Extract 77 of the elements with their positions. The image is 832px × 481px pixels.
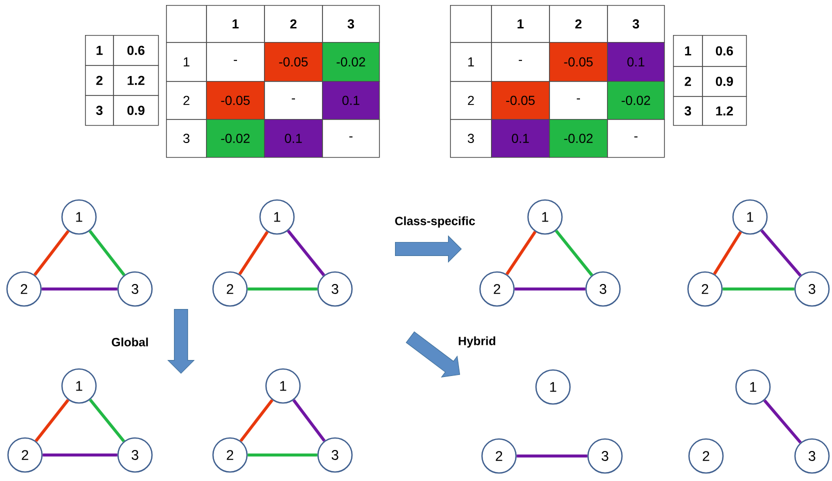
table-cell: 0.9 [702, 66, 747, 97]
graph-edge [516, 454, 588, 458]
graph-node: 2 [6, 271, 42, 307]
table-cell: - [607, 119, 665, 158]
table-cell: 3 [85, 95, 114, 126]
graph-edge [88, 398, 126, 442]
graph-edge [42, 288, 118, 290]
table-cell: -0.02 [322, 42, 380, 82]
graph-node: 2 [481, 438, 517, 474]
table-cell: 1 [206, 5, 265, 43]
table-cell: 1 [166, 42, 207, 82]
graph-edge [34, 230, 70, 276]
graph-edge [722, 288, 794, 290]
graph-edge [506, 230, 536, 276]
graph-edge [248, 454, 318, 456]
graph-node: 2 [688, 438, 724, 474]
graph-node: 3 [585, 271, 621, 307]
table-cell: 1 [450, 42, 492, 82]
table-cell: 2 [673, 66, 703, 97]
graph-node: 1 [259, 199, 295, 235]
graph-edge [34, 398, 70, 442]
graph-node: 2 [212, 437, 248, 473]
table-cell: 0.1 [607, 42, 665, 82]
graph-node: 1 [265, 368, 301, 404]
graph-node: 2 [687, 271, 723, 307]
graph-edge [514, 288, 586, 290]
table-cell: 0.1 [491, 119, 550, 158]
graph-node: 1 [527, 199, 563, 235]
graph-node: 2 [479, 271, 515, 307]
graph-node: 3 [587, 438, 623, 474]
graph-edge [286, 230, 326, 276]
table-cell: -0.05 [491, 81, 550, 120]
graph-node: 2 [7, 437, 43, 473]
table-cell: 1 [673, 35, 703, 67]
graph-node: 1 [732, 199, 768, 235]
graph-node: 3 [117, 271, 153, 307]
graph-edge [238, 230, 269, 276]
graph-edge [763, 399, 802, 444]
table-cell: 3 [673, 96, 703, 126]
graph-node: 1 [61, 199, 97, 235]
graph-edge [292, 399, 326, 442]
graph-node: 3 [317, 271, 353, 307]
graph-edge [760, 229, 802, 277]
graph-node: 1 [61, 368, 97, 404]
table-cell: 0.1 [264, 119, 323, 158]
table-cell: 1.2 [702, 96, 747, 126]
graph-edge [713, 231, 742, 275]
table-cell: -0.05 [549, 42, 608, 82]
table-cell: -0.05 [206, 81, 265, 120]
graph-edge [240, 399, 274, 442]
table-cell: -0.02 [549, 119, 608, 158]
graph-node: 1 [535, 369, 571, 405]
graph-node: 3 [317, 437, 353, 473]
graph-node: 2 [212, 271, 248, 307]
table-cell: -0.02 [607, 81, 665, 120]
table-cell: 1 [491, 5, 550, 43]
graph-node: 3 [794, 271, 830, 307]
graph-node: 3 [794, 438, 830, 474]
table-cell: 2 [85, 65, 114, 96]
graph-node: 1 [735, 369, 771, 405]
graph-edge [248, 288, 318, 290]
graph-edge [554, 230, 594, 276]
graph-edge [88, 230, 126, 276]
table-cell: 0.6 [702, 35, 747, 67]
arrow-label: Hybrid [458, 336, 496, 348]
table-cell: - [322, 119, 380, 158]
table-cell: 0.1 [322, 81, 380, 120]
graph-edge [42, 454, 118, 456]
table-cell: 1.2 [113, 65, 159, 96]
arrow-label: Class-specific [395, 216, 475, 228]
table-cell: -0.02 [206, 119, 265, 158]
table-cell: -0.05 [264, 42, 323, 82]
graph-node: 3 [117, 437, 153, 473]
table-cell: 0.9 [113, 95, 159, 126]
table-cell: 0.6 [113, 35, 159, 66]
table-cell: 1 [85, 35, 114, 66]
arrow-label: Global [112, 338, 148, 346]
